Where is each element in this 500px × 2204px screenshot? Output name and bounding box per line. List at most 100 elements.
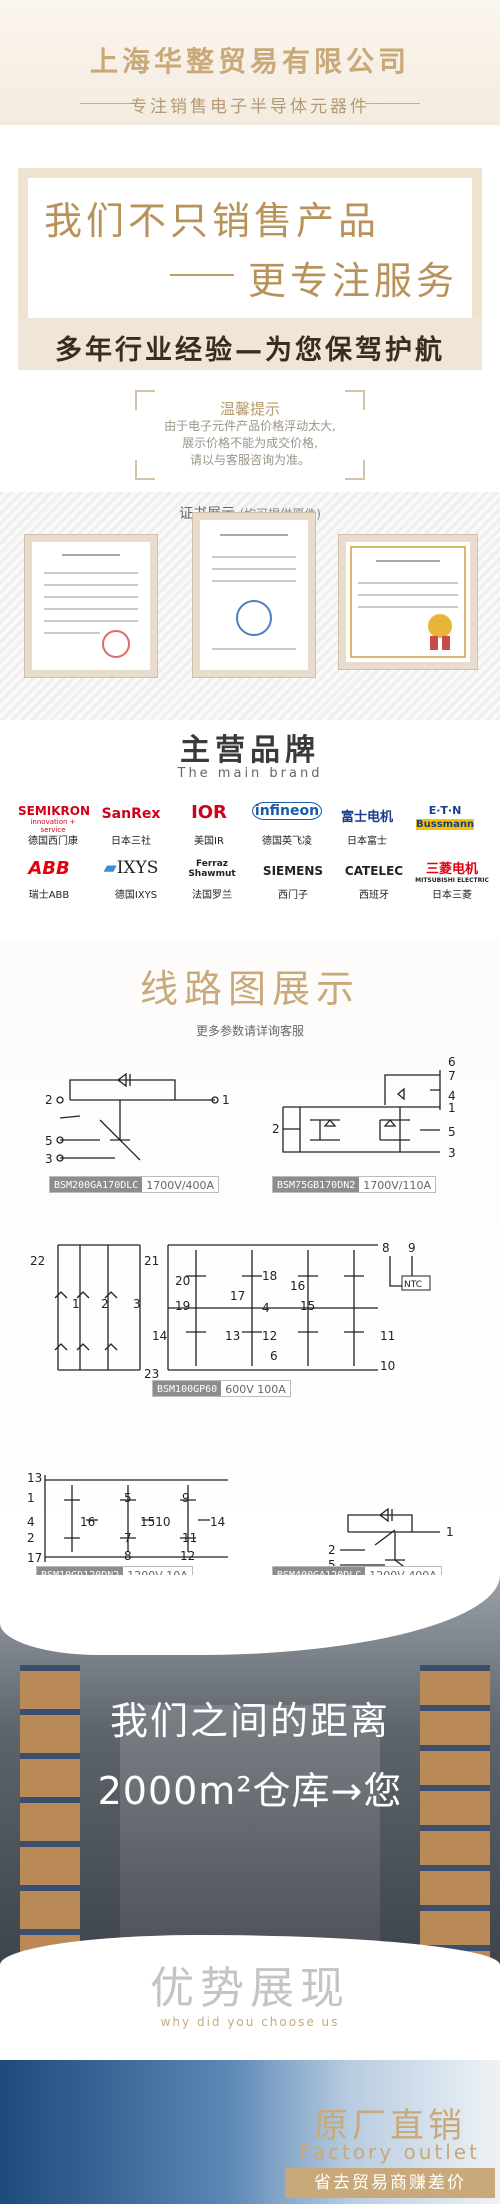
pin-label: 22 xyxy=(30,1254,45,1268)
company-tagline: 专注销售电子半导体元器件 xyxy=(130,97,370,117)
pin-label: 1510 xyxy=(140,1515,171,1529)
brand-name: 日本三社 xyxy=(111,836,151,847)
notice-line: 展示价格不能为成交价格, xyxy=(182,436,318,450)
pin-label: 6 xyxy=(448,1055,456,1069)
brand-name: 德国英飞凌 xyxy=(262,836,312,847)
ntc-label: NTC xyxy=(404,1280,422,1290)
pin-label: 21 xyxy=(144,1254,159,1268)
notice-title: 温馨提示 xyxy=(219,400,280,418)
brand-name: 日本富士 xyxy=(347,836,387,847)
certificate-title: 证书展示 (均可提供原件) xyxy=(179,506,321,522)
brand-subtitle: The main brand xyxy=(177,766,323,781)
pin-label: 4 xyxy=(27,1515,35,1529)
pin-label: 3 xyxy=(133,1297,141,1311)
brand-logo-fuji: 富士电机 xyxy=(340,810,393,825)
pin-label: 11 xyxy=(380,1329,395,1343)
pin-label: 14 xyxy=(152,1329,167,1343)
notice-line: 由于电子元件产品价格浮动太大, xyxy=(164,419,336,433)
slogan-dash xyxy=(170,274,234,276)
pin-label: 10 xyxy=(380,1359,395,1373)
brand-name: 德国西门康 xyxy=(28,836,78,847)
brand-logo-abb: ABB xyxy=(28,858,70,879)
pin-label: 7 xyxy=(124,1531,132,1545)
brand-name: 德国IXYS xyxy=(114,890,158,901)
brand-name: 法国罗兰 xyxy=(192,890,232,901)
advantage-subtitle: why did you choose us xyxy=(160,2015,340,2029)
pin-label: 2 xyxy=(101,1297,109,1311)
brand-logo-siemens: SIEMENS xyxy=(262,864,324,878)
pin-label: 9 xyxy=(182,1491,190,1505)
tagline-divider-left xyxy=(80,103,135,104)
company-name: 上海华整贸易有限公司 xyxy=(89,45,410,78)
pin-label: 12 xyxy=(180,1549,195,1563)
pin-label: 4 xyxy=(448,1089,456,1103)
pin-label: 14 xyxy=(210,1515,225,1529)
slogan-frame xyxy=(18,168,482,368)
pin-label: 13 xyxy=(225,1329,240,1343)
brand-name: 日本三菱 xyxy=(432,890,472,901)
certificate-iso[interactable] xyxy=(200,520,308,670)
pin-label: 13 xyxy=(27,1471,42,1485)
pin-label: 5 xyxy=(448,1125,456,1139)
certificate-business-license[interactable] xyxy=(32,542,150,670)
pin-label: 20 xyxy=(175,1274,190,1288)
brand-logo-ixys: ▰IXYS xyxy=(103,858,159,878)
pin-label: 1 xyxy=(446,1525,454,1539)
factory-subtitle: Factory outlet xyxy=(300,2140,480,2164)
factory-bar: 省去贸易商赚差价 xyxy=(285,2168,495,2198)
pin-label: 16 xyxy=(290,1279,305,1293)
notice-box xyxy=(135,390,365,480)
pin-label: 1 xyxy=(448,1101,456,1115)
pin-label: 23 xyxy=(144,1367,159,1381)
header-banner xyxy=(0,0,500,125)
pin-label: 2 xyxy=(45,1093,53,1107)
brand-logo-ferraz: Ferraz Shawmut xyxy=(188,859,236,879)
brand-logo-sanrex: SanRex xyxy=(101,806,161,822)
notice-body: 由于电子元件产品价格浮动太大, 展示价格不能为成交价格, 请以与客服咨询为准。 xyxy=(0,418,500,469)
pin-label: 12 xyxy=(262,1329,277,1343)
brand-title: 主营品牌 xyxy=(180,733,320,768)
slogan-bar-text: 多年行业经验—为您保驾护航 xyxy=(55,335,445,366)
certificate-credit[interactable] xyxy=(346,542,470,662)
slogan-line-2: 更专注服务 xyxy=(248,259,459,303)
pin-label: 2 xyxy=(328,1543,336,1557)
brand-name: 西班牙 xyxy=(359,890,389,901)
pin-label: 11 xyxy=(182,1531,197,1545)
pin-label: 2 xyxy=(27,1531,35,1545)
pin-label: 7 xyxy=(448,1069,456,1083)
pin-label: 2 xyxy=(272,1122,280,1136)
brand-logo-ir: IOR xyxy=(191,802,227,823)
pin-label: 8 xyxy=(382,1241,390,1255)
brand-logo-catelec: CATELEC xyxy=(344,864,404,878)
notice-line: 请以与客服咨询为准。 xyxy=(189,453,310,467)
pin-label: 6 xyxy=(270,1349,278,1363)
slogan-line-1: 我们不只销售产品 xyxy=(44,199,381,243)
pin-label: 16 xyxy=(80,1515,95,1529)
pin-label: 17 xyxy=(27,1551,42,1565)
pin-label: 18 xyxy=(262,1269,277,1283)
tagline-divider-right xyxy=(365,103,420,104)
pin-label: 3 xyxy=(45,1152,53,1166)
pin-label: 15 xyxy=(300,1299,315,1313)
brand-name: 西门子 xyxy=(278,890,308,901)
pin-label: 3 xyxy=(448,1146,456,1160)
brand-name: 美国IR xyxy=(194,836,224,847)
pin-label: 4 xyxy=(262,1301,270,1315)
pin-label: 5 xyxy=(124,1491,132,1505)
brand-logo-infineon: infineon xyxy=(252,802,322,820)
advantage-section xyxy=(0,1935,500,2060)
brand-name: 瑞士ABB xyxy=(28,890,70,901)
warehouse-banner xyxy=(0,1575,500,1965)
advantage-title: 优势展现 xyxy=(150,1963,350,2014)
pin-label: 1 xyxy=(27,1491,35,1505)
pin-label: 9 xyxy=(408,1241,416,1255)
slogan-bar xyxy=(18,318,482,370)
pin-label: 17 xyxy=(230,1289,245,1303)
